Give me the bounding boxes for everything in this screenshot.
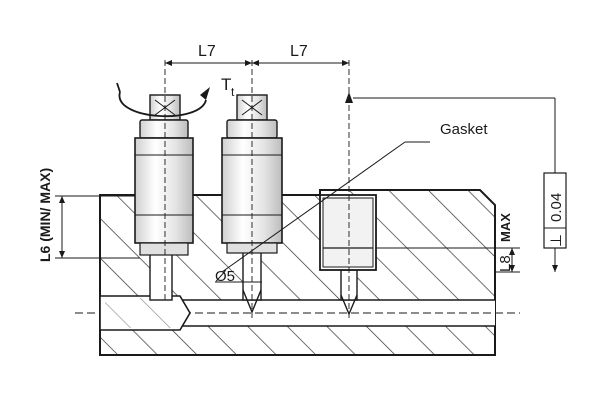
diameter-label: Ø5: [215, 268, 235, 285]
torque-arrow: [116, 82, 210, 118]
torque-subscript: t: [231, 85, 235, 99]
l8-max-label: MAX: [498, 213, 513, 242]
l7-right-label: L7: [290, 43, 308, 60]
gasket-plug: [319, 194, 377, 271]
perpendicularity-symbol: ⊥: [548, 234, 565, 247]
gasket-label: Gasket: [440, 121, 488, 138]
tolerance-callout: [345, 92, 567, 272]
left-fitting: [134, 94, 194, 256]
l8-label: L8: [497, 255, 514, 272]
l6-label: L6 (MIN/ MAX): [37, 168, 53, 262]
l6-dimension: [55, 195, 140, 259]
l7-left-label: L7: [198, 43, 216, 60]
gasket-leader: [215, 141, 430, 283]
l8-dimension: [376, 247, 520, 273]
torque-label: T: [221, 75, 231, 94]
side-port-fitting: [99, 295, 191, 331]
tolerance-value: 0.04: [548, 193, 565, 222]
centerlines: [164, 60, 350, 318]
